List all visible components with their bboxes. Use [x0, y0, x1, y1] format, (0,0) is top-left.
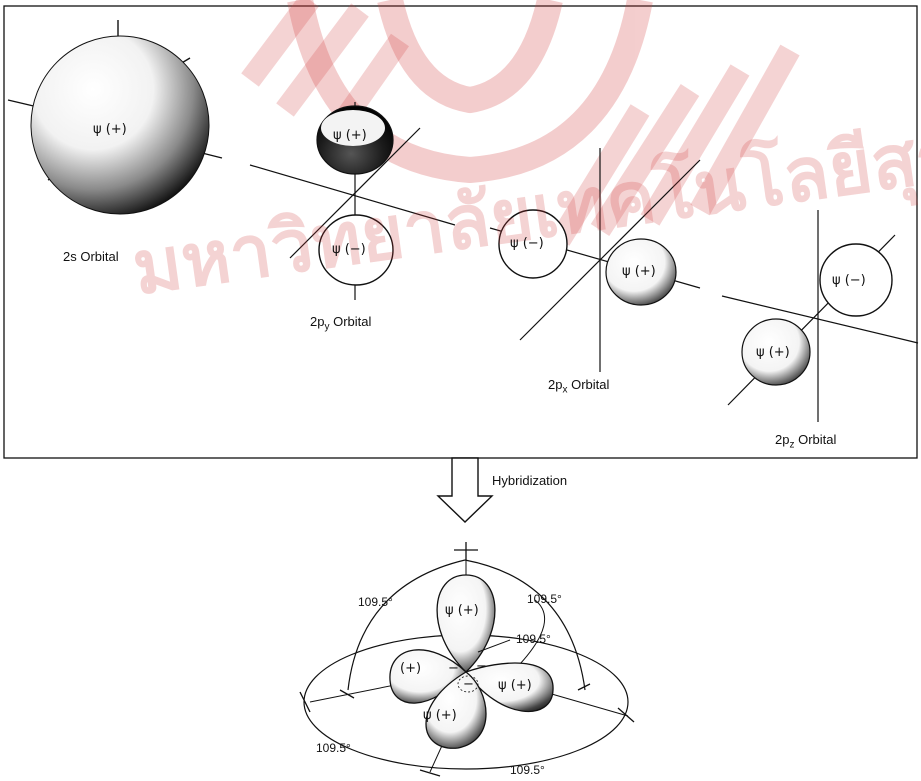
orbital-2pz-psi-upper: ψ (−) — [832, 273, 866, 288]
orbital-2pz-caption: 2pz Orbital — [775, 433, 836, 451]
sp3-lobe-top — [436, 574, 496, 673]
sp3-angle-bottom-left: 109.5° — [316, 741, 351, 755]
orbital-2py-psi-bottom: ψ (−) — [332, 242, 366, 257]
orbital-2s-caption: 2s Orbital — [63, 249, 119, 264]
orbital-2px-psi-right: ψ (+) — [622, 264, 656, 279]
sp3-angle-top-left: 109.5° — [358, 595, 393, 609]
orbital-2py-caption: 2py Orbital — [310, 315, 371, 333]
orbital-2px-caption-tail: Orbital — [567, 377, 610, 392]
sp3-minus-3: − — [463, 677, 474, 692]
sp3-psi-right: ψ (+) — [498, 678, 532, 693]
sp3-angle-center: 109.5° — [516, 632, 551, 646]
sp3-psi-front: ψ (+) — [423, 708, 457, 723]
hybridization-arrow — [436, 457, 494, 523]
orbital-2px — [489, 148, 701, 372]
orbital-2py-psi-top: ψ (+) — [333, 128, 367, 143]
sp3-minus-1: − — [448, 661, 459, 676]
sp3-lobe-right — [464, 662, 554, 713]
orbital-2pz — [721, 210, 919, 422]
orbital-2pz-caption-main: 2p — [775, 432, 790, 447]
watermark-emblem — [287, 0, 653, 184]
orbital-2py — [249, 102, 456, 300]
sp3-psi-top: ψ (+) — [445, 603, 479, 618]
orbital-2px-caption: 2px Orbital — [548, 378, 609, 396]
orbital-2py-caption-sub: y — [324, 321, 330, 333]
orbital-2pz-caption-tail: Orbital — [794, 432, 837, 447]
sp3-lobe-front — [425, 671, 487, 749]
orbital-2pz-caption-sub: z — [789, 439, 795, 451]
orbital-2py-caption-tail: Orbital — [329, 314, 372, 329]
orbital-2px-psi-left: ψ (−) — [510, 236, 544, 251]
orbital-2s — [7, 20, 223, 215]
sp3-psi-left: (+) — [400, 661, 422, 676]
hybridization-label: Hybridization — [492, 473, 568, 488]
orbital-2s-psi: ψ (+) — [93, 122, 127, 137]
orbital-2py-caption-main: 2p — [310, 314, 325, 329]
orbital-2pz-psi-lower: ψ (+) — [756, 345, 790, 360]
orbital-2px-caption-main: 2p — [548, 377, 563, 392]
sp3-hybrid — [299, 542, 635, 777]
sp3-minus-2: − — [476, 659, 487, 674]
sp3-angle-top-right: 109.5° — [527, 592, 562, 606]
sp3-angle-bottom-right: 109.5° — [510, 763, 545, 777]
orbital-2px-caption-sub: x — [562, 384, 568, 396]
